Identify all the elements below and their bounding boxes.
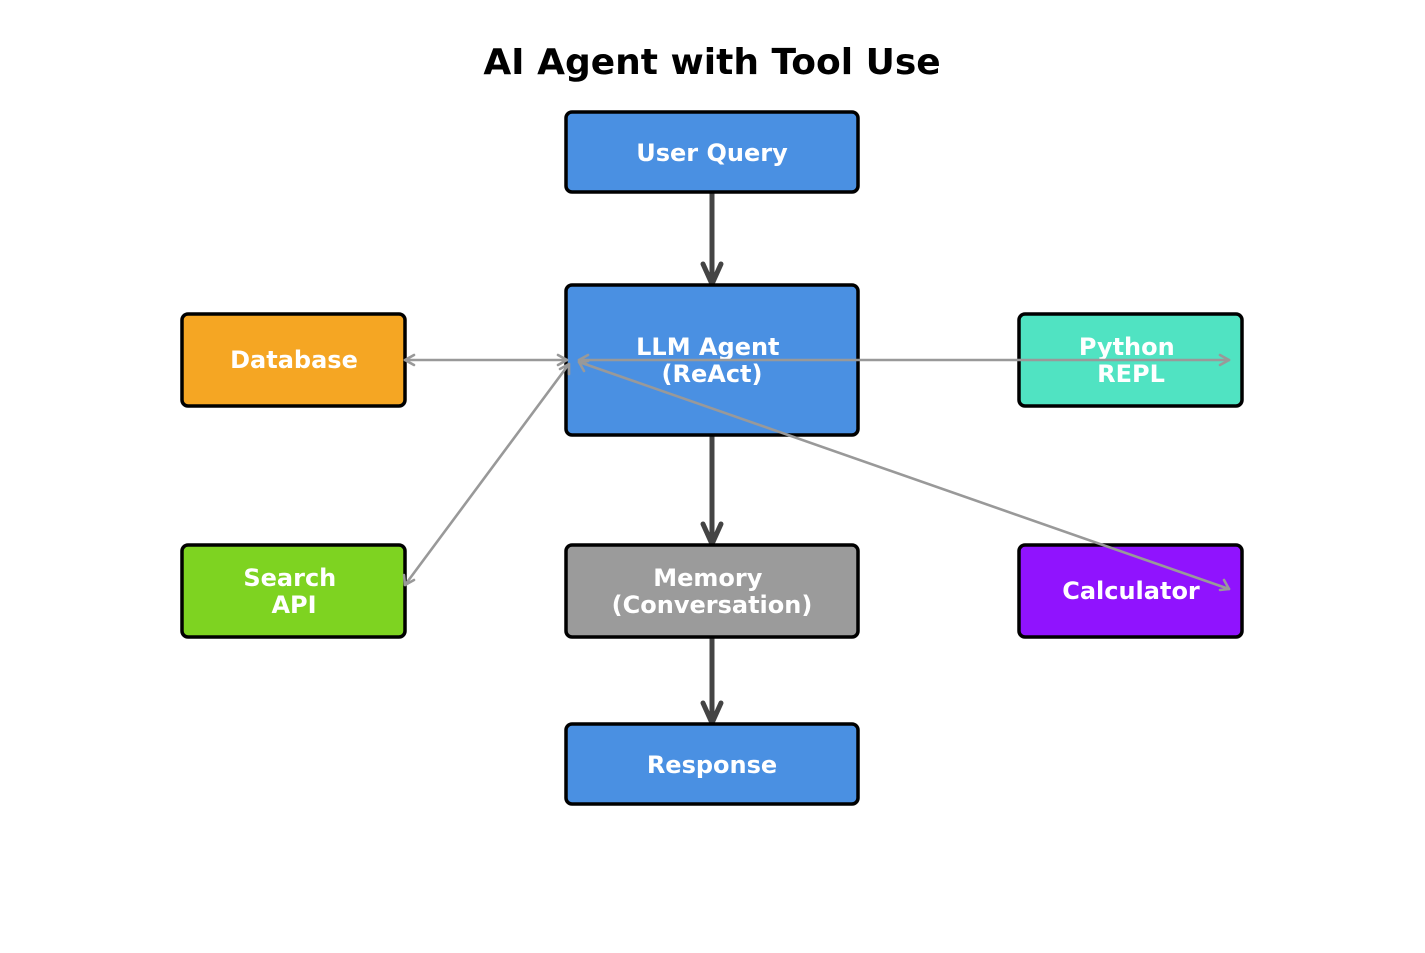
- diagram-title: AI Agent with Tool Use: [483, 42, 940, 83]
- node-database: Database: [180, 312, 407, 408]
- node-user-query-box: [564, 110, 860, 194]
- node-response: Response: [564, 722, 860, 806]
- node-response-label: Response: [647, 751, 777, 779]
- node-calculator-label: Calculator: [1062, 577, 1200, 605]
- edge-llm-agent-search-api: [402, 362, 571, 587]
- node-calculator: Calculator: [1017, 543, 1244, 639]
- node-memory-box: [564, 543, 860, 639]
- edge-llm-agent-database: [403, 353, 569, 367]
- node-search-api-label: Search API: [243, 564, 344, 619]
- edge-user-query-to-llm-agent: [700, 188, 724, 287]
- node-database-label: Database: [230, 346, 358, 374]
- tool-arrows: [402, 353, 1231, 592]
- node-memory: Memory (Conversation): [564, 543, 860, 639]
- node-calculator-box: [1017, 543, 1244, 639]
- node-memory-label: Memory (Conversation): [612, 564, 813, 619]
- node-llm-agent-label: LLM Agent (ReAct): [636, 333, 788, 388]
- edge-memory-to-response: [700, 633, 724, 726]
- node-user-query-label: User Query: [636, 139, 788, 167]
- node-search-api-box: [180, 543, 407, 639]
- node-python-repl-label: Python REPL: [1079, 333, 1183, 388]
- main-flow-arrows: [700, 188, 724, 726]
- edge-llm-agent-calculator: [577, 359, 1231, 592]
- node-search-api: Search API: [180, 543, 407, 639]
- node-user-query: User Query: [564, 110, 860, 194]
- node-response-box: [564, 722, 860, 806]
- edge-llm-agent-to-memory: [700, 431, 724, 547]
